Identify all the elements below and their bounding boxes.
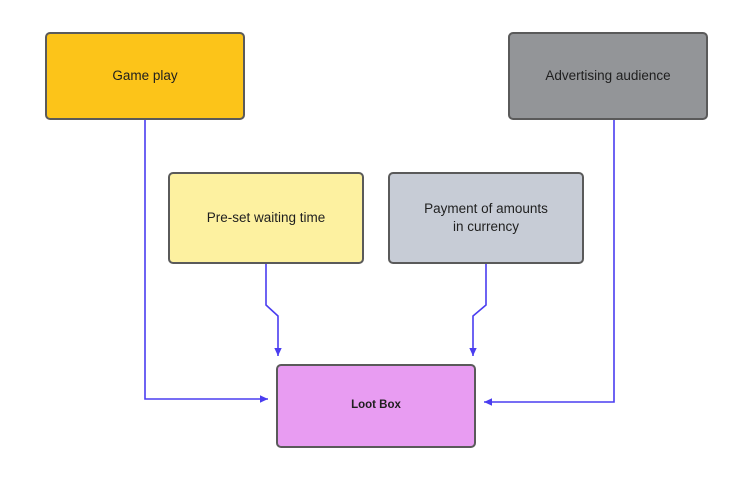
node-advertising-audience-label: Advertising audience	[545, 67, 671, 83]
edge-payment-to-loot-box	[469, 264, 487, 356]
node-advertising-audience[interactable]: Advertising audience	[508, 32, 708, 120]
node-payment-of-amounts-in-currency[interactable]: Payment of amounts in currency	[388, 172, 584, 264]
edge-waiting-time-to-loot-box	[265, 264, 282, 356]
node-loot-box-label: Loot Box	[351, 399, 401, 412]
node-payment-of-amounts-in-currency-label: Payment of amounts in currency	[424, 200, 548, 234]
node-game-play[interactable]: Game play	[45, 32, 245, 120]
node-loot-box[interactable]: Loot Box	[276, 364, 476, 448]
node-game-play-label: Game play	[112, 67, 178, 83]
node-pre-set-waiting-time[interactable]: Pre-set waiting time	[168, 172, 364, 264]
node-pre-set-waiting-time-label: Pre-set waiting time	[206, 209, 326, 225]
